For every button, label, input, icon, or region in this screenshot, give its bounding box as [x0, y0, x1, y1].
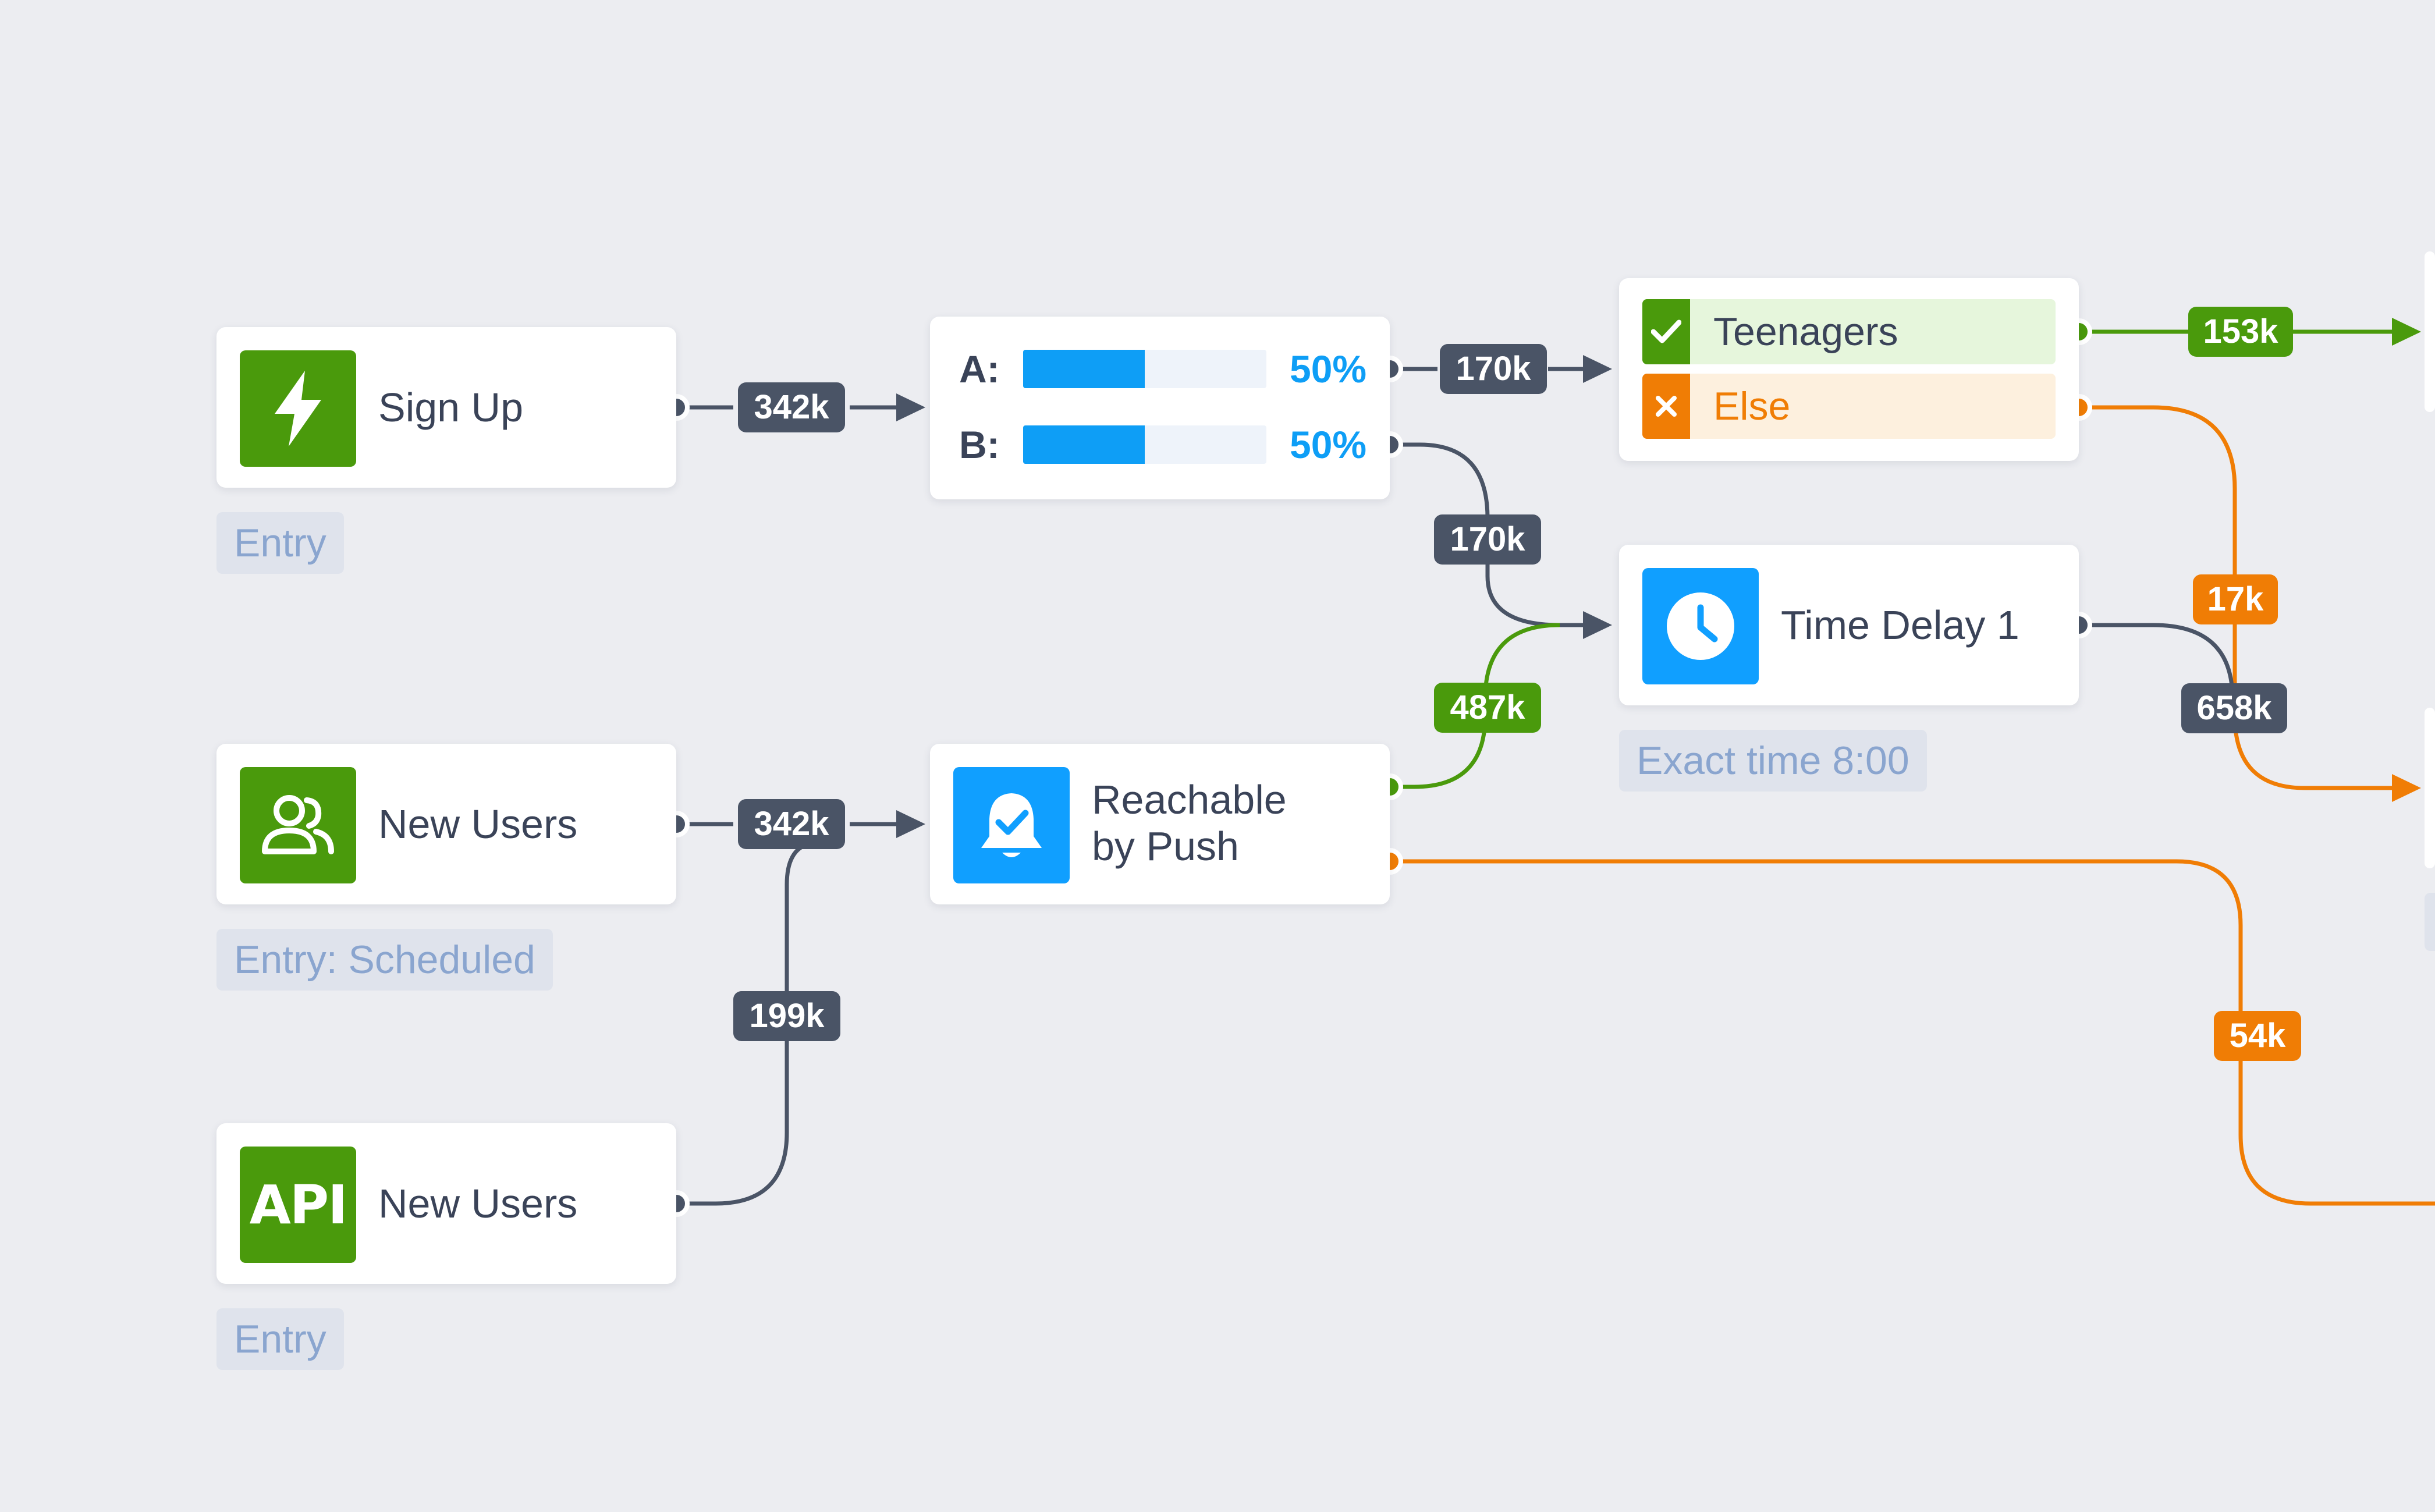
ab-percent: 50%	[1290, 423, 1367, 466]
branch-else[interactable]: Else	[1642, 374, 2056, 439]
edge-count-badge: 17k	[2193, 574, 2278, 624]
edge-count-badge: 658k	[2181, 683, 2287, 733]
ab-bar-fill	[1023, 350, 1145, 388]
ab-letter: A:	[959, 347, 1000, 391]
node-tag: Entry	[216, 1308, 344, 1370]
node-label: Sign Up	[378, 385, 524, 430]
node-partial-right-1[interactable]	[2425, 251, 2435, 412]
node-tag: Entry	[216, 512, 344, 574]
edge-count-badge: 342k	[738, 382, 845, 432]
branch-label: Else	[1713, 384, 1791, 428]
node-tag: Exact time 8:00	[1619, 730, 1927, 792]
ab-bar-track	[1023, 350, 1266, 388]
node-reachable-by-push[interactable]: Reachable by Push	[930, 744, 1390, 904]
ab-letter: B:	[959, 423, 1000, 466]
ab-percent: 50%	[1290, 347, 1367, 391]
branch-label: Teenagers	[1713, 310, 1898, 354]
node-label: New Users	[378, 801, 578, 847]
branch-teenagers[interactable]: Teenagers	[1642, 299, 2056, 364]
edge-else-out	[2079, 405, 2392, 790]
lightning-icon	[240, 350, 356, 467]
edge-count-badge: 342k	[738, 799, 845, 849]
arrow-head	[896, 393, 925, 421]
arrow-head	[1583, 355, 1612, 383]
node-ab-split[interactable]: A: 50% B: 50%	[930, 317, 1390, 499]
ab-row-b: B: 50%	[959, 421, 1366, 468]
edge-count-badge: 153k	[2188, 307, 2293, 357]
check-icon	[1642, 299, 1690, 364]
edge-count-badge: 199k	[733, 991, 840, 1041]
node-label-block: Reachable by Push	[1092, 776, 1287, 869]
edge-count-badge: 487k	[1434, 683, 1541, 733]
node-label: Time Delay 1	[1781, 602, 2019, 648]
arrow-head	[896, 810, 925, 838]
clock-icon	[1642, 568, 1759, 684]
edge-count-badge: 170k	[1440, 344, 1547, 394]
ab-row-a: A: 50%	[959, 346, 1366, 392]
api-icon-text: API	[249, 1173, 348, 1236]
edge-api-reachable	[676, 842, 810, 1206]
arrow-head-green	[2392, 318, 2421, 346]
node-new-users-scheduled[interactable]: New Users	[216, 744, 676, 904]
api-icon: API	[240, 1147, 356, 1263]
node-time-delay[interactable]: Time Delay 1	[1619, 545, 2079, 705]
node-partial-right-2[interactable]	[2425, 708, 2435, 868]
ab-bar-fill	[1023, 425, 1145, 464]
arrow-head-orange	[2392, 774, 2421, 802]
edge-count-badge: 54k	[2214, 1011, 2301, 1061]
arrow-head	[1583, 611, 1612, 639]
node-label-line1: Reachable	[1092, 777, 1287, 822]
users-icon	[240, 767, 356, 883]
bell-check-icon	[953, 767, 1070, 883]
node-label-line2: by Push	[1092, 824, 1239, 869]
node-partial-tag	[2425, 893, 2435, 951]
node-tag: Entry: Scheduled	[216, 929, 553, 991]
node-new-users-api[interactable]: API New Users	[216, 1123, 676, 1284]
edge-count-badge: 170k	[1434, 514, 1541, 565]
node-sign-up[interactable]: Sign Up	[216, 327, 676, 488]
node-label: New Users	[378, 1181, 578, 1226]
node-filter[interactable]: Teenagers Else	[1619, 278, 2079, 461]
ab-bar-track	[1023, 425, 1266, 464]
x-icon	[1642, 374, 1690, 439]
